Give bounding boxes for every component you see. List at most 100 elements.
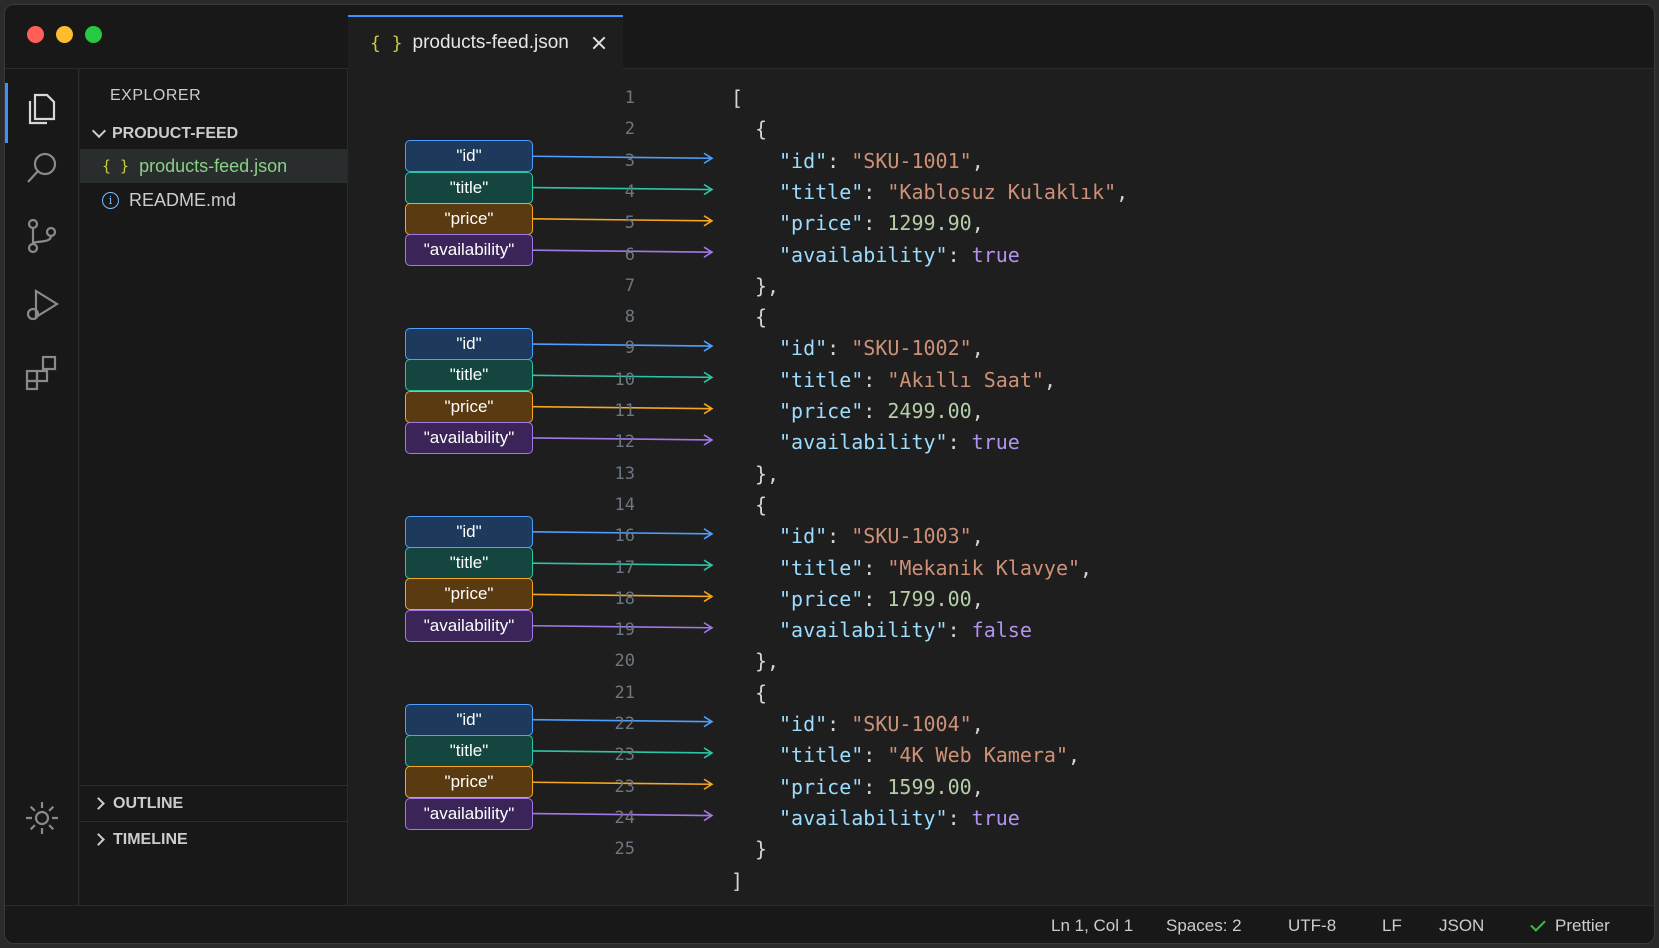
code-line[interactable]: 6"availability": true <box>349 240 1654 270</box>
code-text: "id": "SKU-1003", <box>779 524 984 549</box>
encoding-setting[interactable]: UTF-8 <box>1288 916 1337 935</box>
line-number: 12 <box>614 432 635 453</box>
activity-bar <box>5 69 79 905</box>
line-number: 24 <box>614 807 635 828</box>
annotation-tag-id: "id" <box>405 703 533 736</box>
code-text: [ <box>731 86 744 110</box>
annotation-tag-availability: "availability" <box>405 797 533 830</box>
code-text: { <box>755 117 768 142</box>
code-line[interactable]: 8{ <box>349 302 1654 332</box>
folder-product-feed[interactable]: PRODUCT-FEED <box>80 119 347 149</box>
line-number: 6 <box>624 244 635 265</box>
code-line[interactable]: 23"price": 1599.00, <box>349 772 1654 802</box>
json-braces-icon: { } <box>370 32 403 54</box>
code-line[interactable]: 14{ <box>349 490 1654 520</box>
code-line[interactable]: 21 { <box>349 678 1654 708</box>
section-name: OUTLINE <box>113 794 184 812</box>
cursor-position[interactable]: Ln 1, Col 1 <box>1051 916 1134 935</box>
close-window-button[interactable] <box>27 26 44 43</box>
line-number: 22 <box>614 714 635 734</box>
annotation-tag-availability: "availability" <box>405 609 533 642</box>
code-line[interactable]: 24"availability": true <box>349 803 1654 833</box>
code-line[interactable]: 22"id": "SKU-1004", <box>349 709 1654 739</box>
maximize-window-button[interactable] <box>85 26 102 43</box>
line-number: 17 <box>614 557 635 578</box>
line-number: 16 <box>614 526 635 547</box>
code-text: }, <box>755 273 780 298</box>
line-number: 21 <box>614 682 635 703</box>
code-text: "price": 1599.00, <box>779 774 984 799</box>
line-number: 5 <box>624 213 635 234</box>
code-editor[interactable]: 1[2{"id"3"id": "SKU-1001","title"4"title… <box>349 69 1654 905</box>
active-indicator <box>5 83 8 143</box>
language-mode[interactable]: JSON <box>1439 916 1485 935</box>
code-text: { <box>755 680 768 705</box>
code-text: }, <box>755 649 780 674</box>
folder-name: PRODUCT-FEED <box>112 125 239 142</box>
code-text: "availability": true <box>779 430 1020 455</box>
code-text: "price": 1299.90, <box>779 211 984 236</box>
code-text: "price": 2499.00, <box>779 399 984 423</box>
code-line[interactable]: 17"title": "Mekanik Klavye", <box>349 553 1654 583</box>
check-icon <box>1530 916 1546 932</box>
line-number: 9 <box>624 338 635 359</box>
code-line[interactable]: 2{ <box>349 114 1654 144</box>
code-line[interactable]: 7}, <box>349 271 1654 301</box>
code-line[interactable]: 19"availability": false <box>349 615 1654 645</box>
source-control-icon[interactable] <box>21 215 63 257</box>
code-text: "title": "4K Web Kamera", <box>779 743 1081 768</box>
code-line[interactable]: 20}, <box>349 646 1654 676</box>
info-icon: i <box>102 191 119 209</box>
code-line[interactable]: 3"id": "SKU-1001", <box>349 146 1654 176</box>
code-line[interactable]: ] <box>349 866 1654 896</box>
line-number: 4 <box>624 181 635 202</box>
annotation-tag-title: "title" <box>405 171 533 204</box>
code-text: "id": "SKU-1002", <box>779 336 984 361</box>
annotation-tag-title: "title" <box>405 547 533 580</box>
code-text: "price": 1799.00, <box>779 586 984 611</box>
files-icon[interactable] <box>21 85 63 127</box>
status-bar: Ln 1, Col 1 Spaces: 2 UTF-8 LF JSON Pret… <box>5 905 1654 943</box>
code-text: }, <box>755 461 780 486</box>
code-line[interactable]: 5 "price": 1299.90, <box>349 208 1654 238</box>
search-icon[interactable] <box>21 147 63 189</box>
code-line[interactable]: 13}, <box>349 459 1654 489</box>
tab-products-feed[interactable]: { } products-feed.json <box>348 15 623 69</box>
extensions-icon[interactable] <box>21 351 63 393</box>
code-line[interactable]: 23"title": "4K Web Kamera", <box>349 740 1654 770</box>
code-text: "title": "Akıllı Saat", <box>779 367 1056 392</box>
line-number: 3 <box>624 150 635 171</box>
eol-setting[interactable]: LF <box>1382 916 1402 935</box>
minimize-window-button[interactable] <box>56 26 73 43</box>
code-line[interactable]: 1[ <box>349 83 1654 113</box>
close-icon[interactable] <box>591 35 607 51</box>
line-number: 18 <box>614 588 635 609</box>
code-line[interactable]: 11"price": 2499.00, <box>349 396 1654 426</box>
section-outline[interactable]: OUTLINE <box>80 785 347 821</box>
line-number: 7 <box>624 275 635 296</box>
annotation-tag-availability: "availability" <box>405 234 533 267</box>
formatter-status[interactable]: Prettier <box>1530 906 1610 943</box>
file-item-readme[interactable]: i README.md <box>80 183 347 217</box>
code-line[interactable]: 18 "price": 1799.00, <box>349 584 1654 614</box>
json-braces-icon: { } <box>102 157 130 175</box>
line-number: 2 <box>624 119 635 140</box>
indentation-setting[interactable]: Spaces: 2 <box>1166 916 1242 935</box>
line-number: 8 <box>624 307 635 328</box>
code-line[interactable]: 10"title": "Akıllı Saat", <box>349 365 1654 395</box>
code-line[interactable]: 4"title": "Kablosuz Kulaklık", <box>349 177 1654 207</box>
line-number: 20 <box>614 651 635 672</box>
file-item-products-feed[interactable]: { } products-feed.json <box>80 149 347 183</box>
code-line[interactable]: 12 "availability": true <box>349 427 1654 457</box>
line-number: 1 <box>624 88 635 108</box>
run-debug-icon[interactable] <box>21 283 63 325</box>
annotation-tag-title: "title" <box>405 734 533 767</box>
tab-label: products-feed.json <box>412 32 569 53</box>
code-line[interactable]: 9 "id": "SKU-1002", <box>349 333 1654 363</box>
code-line[interactable]: 16 "id": "SKU-1003", <box>349 521 1654 551</box>
editor-window: { } products-feed.json EXPLORER PRODUCT <box>4 4 1655 944</box>
code-text: { <box>755 305 768 330</box>
settings-gear-icon[interactable] <box>21 797 63 839</box>
code-line[interactable]: 25} <box>349 834 1654 864</box>
section-timeline[interactable]: TIMELINE <box>80 821 347 857</box>
